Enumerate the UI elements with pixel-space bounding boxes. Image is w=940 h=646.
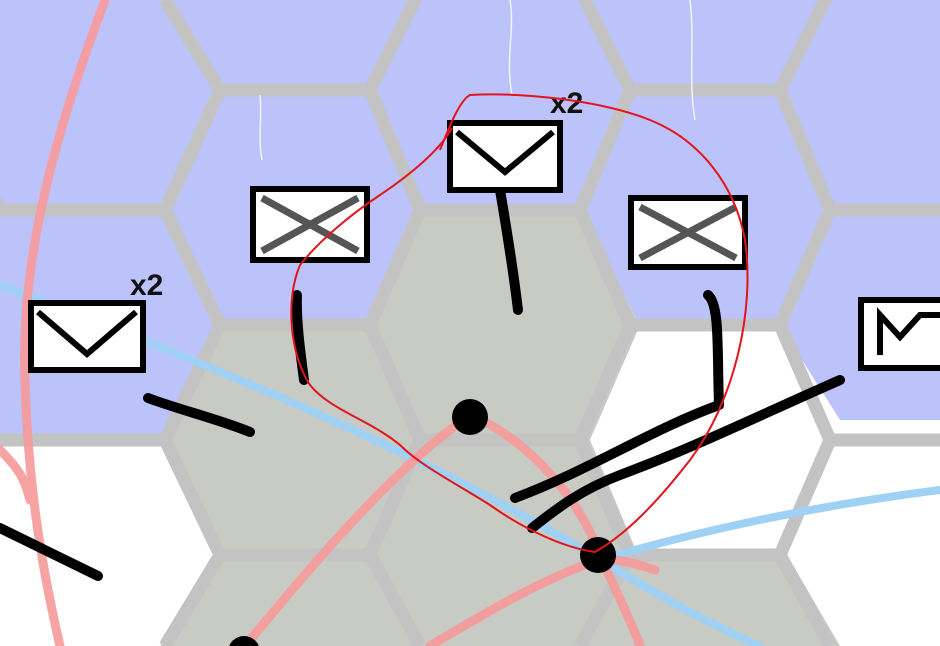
multiplier-label-left: x2 [130,269,163,302]
river-main [0,281,764,646]
multiplier-label-top: x2 [550,87,583,120]
envelope-open-icon[interactable] [447,120,563,193]
railway-layer [0,0,660,646]
annotation-circle [290,93,749,554]
river-branch [596,486,940,564]
rail-left-branch [0,445,35,505]
water-region [0,0,940,435]
envelope-tokens [28,120,940,373]
stroke-left [143,393,255,437]
envelope-open-icon[interactable] [28,300,146,373]
clear-hex-left [0,445,220,646]
river-layer [0,281,940,646]
rail-left-curve [20,0,110,646]
connector-strokes [0,185,845,581]
rail-center [240,409,645,646]
rail-lower [425,555,660,646]
stroke-right-down [510,290,724,503]
stroke-far-left [0,523,103,581]
node-markers [228,399,616,646]
envelope-crossed-icon[interactable] [628,195,748,270]
envelope-crossed-icon[interactable] [250,186,370,263]
envelope-partial-icon[interactable] [858,297,940,371]
water-texture [259,0,696,161]
stroke-right-long [527,375,845,533]
node-bottom-left[interactable] [228,636,260,646]
stroke-center-top [495,185,523,315]
node-lower[interactable] [580,537,616,573]
node-center[interactable] [452,399,488,435]
